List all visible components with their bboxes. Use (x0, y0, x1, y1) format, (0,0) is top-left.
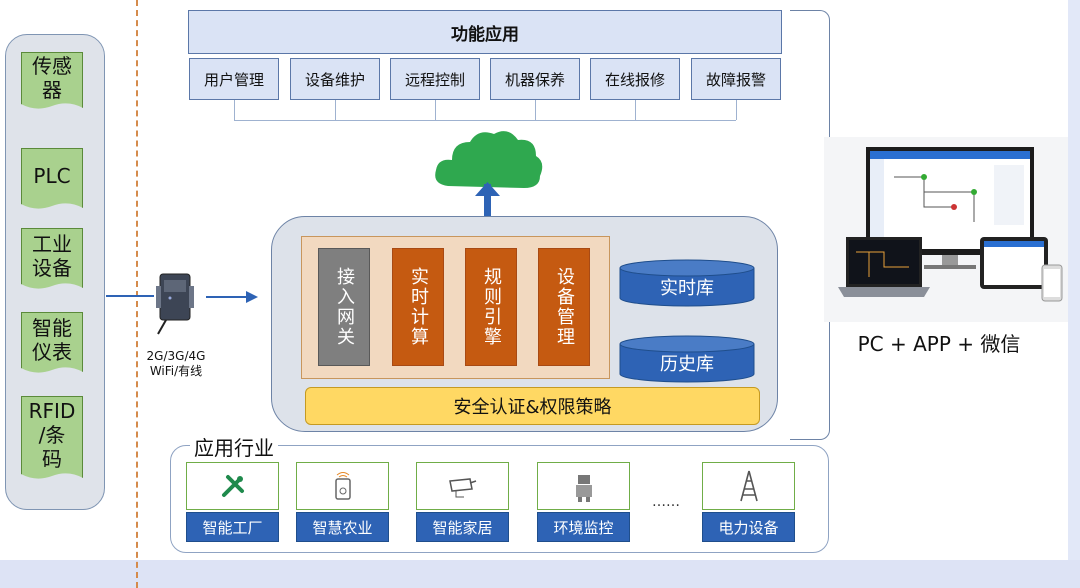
industry-card (416, 462, 509, 510)
gateway-device-icon (156, 273, 194, 335)
sensor-label: 工业 设备 (32, 232, 72, 280)
function-connector (535, 100, 536, 120)
function-connector (635, 100, 636, 120)
industry-card (186, 462, 279, 510)
sensor-link-line (106, 295, 154, 297)
cloud-arrow-shaft (484, 184, 491, 226)
function-connector (335, 100, 336, 120)
sensor-label: 智能 仪表 (32, 316, 72, 364)
history-db: 历史库 (620, 338, 754, 382)
devices-graphic (838, 147, 1063, 302)
industry-card (296, 462, 389, 510)
function-connector (736, 100, 737, 120)
industry-card (537, 462, 630, 510)
right-edge-strip (1068, 0, 1080, 560)
tools-icon (221, 475, 244, 497)
gateway-arrow-shaft (206, 296, 252, 298)
sensor-item: 工业 设备 (21, 228, 83, 292)
devices-label: PC + APP + 微信 (857, 332, 1021, 356)
sensor-label: 传感 器 (32, 54, 72, 102)
function-item: 在线报修 (590, 58, 680, 100)
gateway-label: 2G/3G/4G WiFi/有线 (146, 349, 206, 378)
function-item: 远程控制 (390, 58, 480, 100)
function-connector (234, 100, 235, 120)
module-1: 实时计算 (392, 248, 444, 366)
doc-wave (21, 473, 83, 482)
industry-panel (170, 445, 829, 553)
gateway-arrow-head (246, 291, 258, 303)
sensor-label: PLC (33, 164, 71, 188)
realtime-db: 实时库 (620, 262, 754, 306)
function-item: 机器保养 (490, 58, 580, 100)
function-item: 设备维护 (290, 58, 380, 100)
sensor-item: PLC (21, 148, 83, 212)
cloud-arrow-head (475, 182, 500, 196)
module-3: 设备管理 (538, 248, 590, 366)
doc-wave (21, 367, 83, 376)
boundary-dashed-line (136, 0, 138, 588)
function-title: 功能应用 (188, 10, 782, 54)
smart-device-icon (334, 472, 351, 500)
function-connector (234, 120, 736, 121)
module-0: 接入网关 (318, 248, 370, 366)
doc-wave (21, 283, 83, 292)
function-item: 故障报警 (691, 58, 781, 100)
module-2: 规则引擎 (465, 248, 517, 366)
footer-band (0, 560, 1080, 588)
sensor-label: RFID /条 码 (28, 399, 76, 471)
sensor-item: 智能 仪表 (21, 312, 83, 376)
function-connector (435, 100, 436, 120)
sensor-item: RFID /条 码 (21, 396, 83, 482)
robot-icon (575, 475, 592, 502)
doc-wave (21, 103, 83, 112)
industry-label: 环境监控 (537, 512, 630, 542)
industry-title: 应用行业 (190, 432, 278, 461)
industry-label: 电力设备 (702, 512, 795, 542)
power-tower-icon (739, 470, 758, 502)
industry-ellipsis: …… (652, 494, 680, 510)
sensor-item: 传感 器 (21, 52, 83, 112)
function-item: 用户管理 (189, 58, 279, 100)
history-db-label: 历史库 (660, 354, 714, 375)
industry-card (702, 462, 795, 510)
security-bar: 安全认证&权限策略 (305, 387, 760, 425)
cloud-icon (435, 131, 543, 226)
camera-icon (448, 478, 476, 498)
realtime-db-label: 实时库 (660, 278, 714, 299)
industry-label: 智慧农业 (296, 512, 389, 542)
doc-wave (21, 203, 83, 212)
industry-label: 智能工厂 (186, 512, 279, 542)
realtime-db-icon (619, 259, 755, 307)
industry-label: 智能家居 (416, 512, 509, 542)
history-db-icon (619, 335, 755, 383)
devices-illustration (824, 137, 1068, 322)
